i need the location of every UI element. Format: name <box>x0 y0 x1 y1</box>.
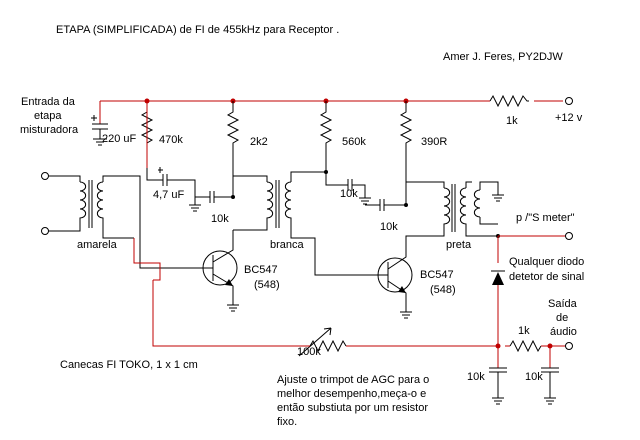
input-terminal-top <box>41 172 49 180</box>
q1-transistor <box>160 230 239 312</box>
c4-capacitor <box>365 199 406 211</box>
transformer-t3 <box>405 181 504 248</box>
input-label-line: misturadora <box>20 124 79 136</box>
t2-label: branca <box>270 239 305 251</box>
r4-label: 390R <box>421 136 447 148</box>
q2-transistor <box>377 248 413 319</box>
c-out1-capacitor <box>489 346 507 405</box>
input-terminal-bottom <box>41 227 49 235</box>
q2-label: BC547 <box>420 269 454 281</box>
s-meter-terminal <box>565 232 573 240</box>
agc-note-line: melhor desempenho,meça-o e <box>277 388 426 400</box>
c2-capacitor <box>195 191 233 203</box>
output-label-line: áudio <box>550 326 577 338</box>
r-out-resistor <box>509 339 542 353</box>
diode-label-line: Qualquer diodo <box>509 256 584 268</box>
s-meter-label: p /"S meter" <box>516 212 575 224</box>
r4-resistor <box>399 101 413 205</box>
t1-label: amarela <box>77 239 118 251</box>
r1-label: 470k <box>159 134 183 146</box>
r3-resistor <box>319 101 333 172</box>
supply-rail <box>100 94 573 108</box>
r-supply-resistor <box>489 94 529 108</box>
transformer-t2 <box>232 171 378 276</box>
input-label: Entrada da etapa misturadora <box>20 96 79 136</box>
trimpot-label: 100k <box>297 346 321 358</box>
input-label-line: etapa <box>34 110 62 122</box>
c-out1-label: 10k <box>467 371 485 383</box>
c4-label: 10k <box>380 221 398 233</box>
diode-label-line: detetor de sinal <box>509 271 584 283</box>
r2-label: 2k2 <box>250 136 268 148</box>
c1-label: 4,7 uF <box>153 189 184 201</box>
agc-note-line: Ajuste o trimpot de AGC para o <box>277 374 429 386</box>
output-label: Saída de áudio <box>548 298 578 338</box>
output-label-line: de <box>556 312 568 324</box>
audio-output-terminal <box>565 342 573 350</box>
supply-terminal <box>565 97 573 105</box>
q1-label: BC547 <box>244 264 278 276</box>
supply-label: +12 v <box>555 112 583 124</box>
c-out2-capacitor <box>541 346 559 405</box>
r-supply-label: 1k <box>506 115 518 127</box>
c-input-capacitor <box>91 101 108 146</box>
r2-resistor <box>226 101 240 196</box>
detector-diode <box>491 270 505 285</box>
t3-label: preta <box>446 239 472 251</box>
q1-sublabel: (548) <box>254 279 280 291</box>
c-input-label: 220 uF <box>102 133 137 145</box>
c-out2-label: 10k <box>525 371 543 383</box>
author-credit: Amer J. Feres, PY2DJW <box>443 51 563 63</box>
r-out-label: 1k <box>518 325 530 337</box>
r3-label: 560k <box>342 136 366 148</box>
transformer-t1 <box>41 172 160 269</box>
input-label-line: Entrada da <box>21 96 76 108</box>
output-label-line: Saída <box>548 298 578 310</box>
diagram-title: ETAPA (SIMPLIFICADA) de FI de 455kHz par… <box>56 24 339 36</box>
agc-note: Ajuste o trimpot de AGC para o melhor de… <box>277 374 429 428</box>
agc-note-line: então substiuta por um resistor <box>277 402 428 414</box>
cans-note: Canecas FI TOKO, 1 x 1 cm <box>60 359 198 371</box>
trimpot-arrow <box>298 327 332 357</box>
c2-label: 10k <box>211 213 229 225</box>
agc-note-line: fixo. <box>277 416 297 428</box>
c1-capacitor <box>158 167 168 186</box>
q2-sublabel: (548) <box>430 284 456 296</box>
c3-label: 10k <box>340 188 358 200</box>
trimpot-resistor <box>309 339 347 353</box>
